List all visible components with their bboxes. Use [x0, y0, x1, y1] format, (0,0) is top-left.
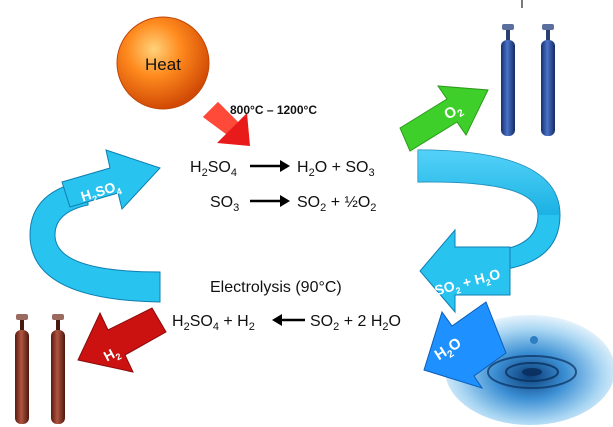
oxygen-output-arrow-icon [399, 85, 489, 152]
water-input-arrow-icon [423, 301, 507, 389]
sulfuric-acid-arrow-icon [61, 149, 161, 211]
hydrogen-output-arrow-icon [77, 307, 167, 373]
reaction-1-products: H2O + SO3 [297, 159, 375, 179]
hydrogen-cylinder-icon [15, 314, 29, 424]
reaction-3-products: H2SO4 + H2 [172, 313, 255, 333]
sulfur-dioxide-water-arrow-icon [419, 228, 511, 314]
oxygen-cylinder-icon [541, 24, 555, 136]
reaction-2-products: SO2 + ½O2 [297, 194, 376, 214]
electrolysis-label: Electrolysis (90°C) [210, 279, 342, 296]
sulfuric-acid-arrow-label: H2SO4 [79, 177, 123, 207]
oxygen-cylinder-icon [501, 24, 515, 136]
sulfur-dioxide-water-arrow-label: SO2 + H2O [433, 265, 503, 301]
heat-label: Heat [145, 55, 181, 74]
heat-arrow-icon [203, 102, 250, 146]
reaction-1-arrow-icon [250, 160, 290, 172]
temperature-label: 800°C – 1200°C [230, 103, 317, 117]
reaction-2-arrow-icon [250, 195, 290, 207]
hydrogen-cylinder-icon [51, 314, 65, 424]
reaction-1-reactant: H2SO4 [190, 159, 237, 179]
heat-sun-icon [116, 16, 210, 110]
reaction-3-reactants: SO2 + 2 H2O [310, 313, 401, 333]
reaction-2-reactant: SO3 [210, 194, 239, 214]
reaction-3-arrow-icon [272, 314, 305, 326]
